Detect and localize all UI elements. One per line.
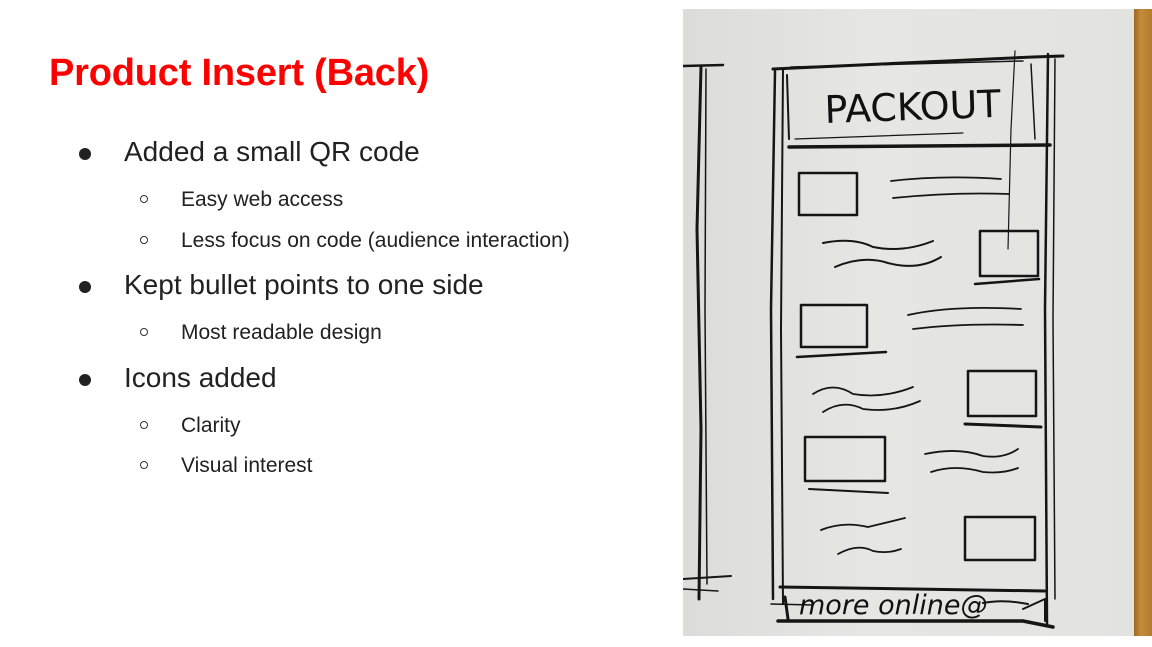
slide-title: Product Insert (Back)	[49, 52, 430, 94]
bullet-ring-icon	[140, 421, 148, 429]
wood-table-edge	[1134, 9, 1152, 636]
sketch-drawing: PACKOUT more online@	[683, 50, 1065, 629]
bullet-text: Icons added	[124, 362, 277, 393]
sketch-header-text: PACKOUT	[824, 82, 1002, 132]
bullet-ring-icon	[140, 195, 148, 203]
bullet-dot-icon	[79, 281, 91, 293]
sub-bullet-text: Most readable design	[181, 321, 382, 344]
bullet-ring-icon	[140, 461, 148, 469]
bullet-dot-icon	[79, 374, 91, 386]
sub-bullet-text: Visual interest	[181, 454, 313, 477]
sub-bullet-text: Easy web access	[181, 188, 344, 211]
bullet-dot-icon	[79, 148, 91, 160]
sketch-photo: PACKOUT more online@	[683, 9, 1152, 636]
bullet-ring-icon	[140, 236, 148, 244]
sub-bullet-text: Less focus on code (audience interaction…	[181, 229, 570, 252]
sketch-footer-text: more online@	[799, 590, 987, 621]
bullet-text: Added a small QR code	[124, 136, 420, 167]
bullet-ring-icon	[140, 328, 148, 336]
sub-bullet-text: Clarity	[181, 414, 241, 437]
bullet-text: Kept bullet points to one side	[124, 269, 484, 300]
